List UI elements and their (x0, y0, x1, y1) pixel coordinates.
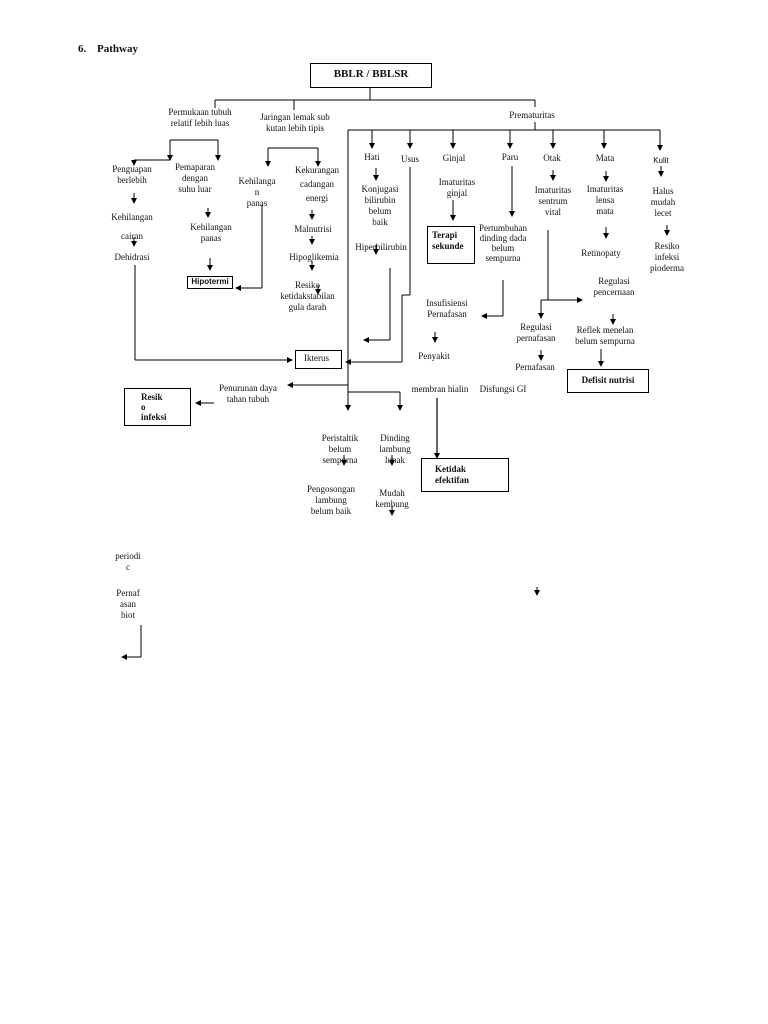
node-pernafasan-biot: Pernaf asan biot (116, 588, 140, 620)
ikterus-box: Ikterus (295, 350, 342, 369)
node-otak: Otak (543, 153, 561, 163)
heading-title: Pathway (97, 43, 138, 55)
node-usus: Usus (400, 154, 419, 164)
node-resiko-gula: Resiko ketidakstabilan gula darah (280, 280, 335, 312)
node-hiperbilirubin: Hiperbilirubin (355, 242, 407, 252)
ketidak-box: Ketidak efektifan (421, 458, 509, 492)
node-mudah: Mudah kembung (375, 488, 409, 509)
node-malnutrisi: Malnutrisi (294, 224, 332, 234)
node-pertumbuhan: Pertumbuhan dinding dada belum sempurna (479, 223, 527, 263)
root-box: BBLR / BBLSR (310, 63, 432, 88)
node-pengosongan: Pengosongan lambung belum baik (307, 484, 355, 516)
node-imaturitas-ginjal: Imaturitas ginjal (438, 177, 476, 198)
node-penurunan: Penurunan daya tahan tubuh (219, 383, 277, 404)
node-hipoglikemia: Hipoglikemia (289, 252, 339, 262)
node-regulasi-pencernaan: Regulasi pencernaan (593, 276, 635, 297)
node-membran: membran hialin (411, 384, 469, 394)
node-periodic: periodi c (115, 551, 141, 572)
node-halus: Halus mudah lecet (650, 186, 676, 218)
node-pemaparan: Pemaparan dengan suhu luar (175, 162, 215, 194)
branch-prematuritas: Prematuritas (509, 110, 555, 120)
node-kekurangan: Kekurangan cadangan energi (295, 165, 339, 203)
node-resiko-infeksi: Resiko infeksi pioderma (650, 241, 684, 273)
node-dinding: Dinding lambung lunak (379, 433, 411, 465)
node-kehilangan-cairan: Kehilangan cairan (111, 212, 153, 241)
node-peristaltik: Peristaltik belum sempurna (321, 433, 359, 465)
heading-number: 6. (78, 43, 87, 55)
node-penguapan: Penguapan berlebih (112, 164, 152, 185)
node-regulasi-pernafasan: Regulasi pernafasan (516, 322, 556, 343)
node-kehilangan-panas-2: Kehilanga n panas (238, 176, 276, 208)
resiko-infeksi-box: Resik o infeksi (124, 388, 191, 426)
node-ginjal: Ginjal (442, 153, 466, 163)
branch-permukaan: Permukaan tubuh relatif lebih luas (168, 107, 232, 128)
node-penyakit: Penyakit (418, 351, 450, 361)
node-insufisiensi: Insufisiensi Pernafasan (426, 298, 468, 319)
node-reflek: Reflek menelan belum sempurna (575, 325, 635, 346)
defisit-box: Defisit nutrisi (567, 369, 649, 393)
terapi-box: Terapi sekunde (427, 226, 475, 264)
node-kulit: Kulit (653, 156, 669, 165)
node-pernafasan: Pernafasan (515, 362, 555, 372)
node-imaturitas-sentrum: Imaturitas sentrum vital (534, 185, 572, 217)
node-kehilangan-panas-1: Kehilangan panas (190, 222, 232, 243)
node-hati: Hati (364, 152, 380, 162)
node-imaturitas-lensa: Imaturitas lensa mata (586, 184, 624, 216)
hipotermi-box: Hipotermi (187, 276, 233, 289)
node-konjugasi: Konjugasi bilirubin belum baik (361, 184, 399, 227)
node-mata: Mata (595, 153, 615, 163)
node-retinopaty: Retinopaty (581, 248, 621, 258)
node-dehidrasi: Dehidrasi (114, 252, 150, 262)
node-paru: Paru (501, 152, 519, 162)
branch-jaringan: Jaringan lemak sub kutan lebih tipis (260, 112, 330, 133)
node-disfungsi: Disfungsi GI (479, 384, 527, 394)
